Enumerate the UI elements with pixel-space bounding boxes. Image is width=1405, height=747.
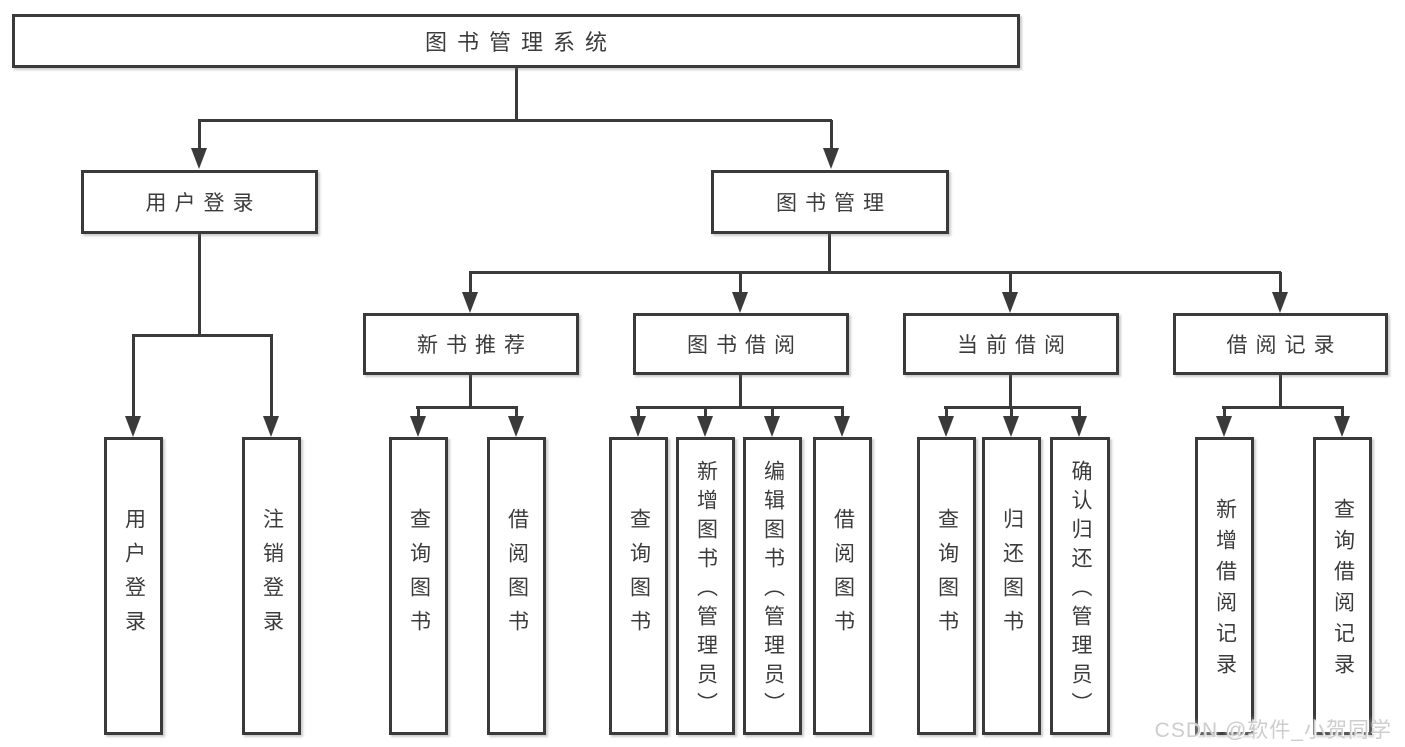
arrow-down-icon: [823, 148, 839, 169]
arrow-down-icon: [1002, 292, 1018, 313]
arrow-stem: [1010, 407, 1013, 416]
arrow-stem: [1279, 272, 1282, 292]
leaf-query-borrow-record: 查询借阅记录: [1313, 437, 1372, 735]
leaf-query-books-recommend: 查询图书: [389, 437, 448, 735]
node-user-login: 用户登录: [81, 170, 318, 234]
arrow-stem: [417, 407, 420, 416]
connector-line: [636, 406, 844, 409]
leaf-add-book-admin: 新增图书（管理员）: [676, 437, 735, 735]
arrow-down-icon: [1216, 416, 1232, 437]
connector-line: [132, 334, 273, 337]
connector-line: [1222, 406, 1344, 409]
node-label: 新增图书（管理员）: [694, 459, 718, 721]
connector-line: [469, 271, 1281, 274]
node-label: 查询图书: [935, 507, 959, 644]
arrow-down-icon: [191, 148, 207, 169]
connector-line: [739, 374, 742, 408]
arrow-down-icon: [1003, 416, 1019, 437]
arrow-stem: [739, 272, 742, 292]
arrow-down-icon: [263, 416, 279, 437]
connector-line: [469, 374, 472, 408]
leaf-borrow-books-2: 借阅图书: [813, 437, 872, 735]
arrow-stem: [1341, 407, 1344, 416]
leaf-edit-book-admin: 编辑图书（管理员）: [743, 437, 802, 735]
arrow-down-icon: [697, 416, 713, 437]
leaf-confirm-return-admin: 确认归还（管理员）: [1050, 437, 1110, 735]
arrow-down-icon: [630, 416, 646, 437]
node-label: 编辑图书（管理员）: [761, 459, 785, 721]
node-label: 新书推荐: [417, 334, 533, 357]
node-label: 用户登录: [145, 192, 262, 215]
arrow-stem: [771, 407, 774, 416]
node-label: 借阅图书: [505, 507, 529, 644]
arrow-down-icon: [834, 416, 850, 437]
arrow-down-icon: [125, 416, 141, 437]
node-label: 图书管理: [776, 192, 892, 215]
node-label: 查询图书: [407, 507, 431, 644]
node-label: 查询借阅记录: [1331, 498, 1355, 684]
arrow-down-icon: [764, 416, 780, 437]
node-label: 当前借阅: [957, 334, 1073, 357]
watermark: CSDN @软件_小贺同学: [1154, 719, 1392, 742]
node-label: 借阅记录: [1226, 334, 1343, 357]
arrow-down-icon: [462, 292, 478, 313]
node-current-borrow: 当前借阅: [903, 313, 1119, 375]
node-label: 用户登录: [122, 507, 146, 644]
arrow-stem: [1078, 407, 1081, 416]
connector-line: [1009, 374, 1012, 408]
arrow-stem: [198, 120, 201, 148]
arrow-stem: [469, 272, 472, 292]
node-new-book-recommend: 新书推荐: [363, 313, 579, 375]
arrow-stem: [270, 335, 273, 416]
arrow-stem: [704, 407, 707, 416]
node-book-borrow: 图书借阅: [633, 313, 849, 375]
arrow-stem: [830, 120, 833, 148]
arrow-down-icon: [1071, 416, 1087, 437]
node-root: 图书管理系统: [12, 14, 1020, 68]
leaf-user-login: 用户登录: [104, 437, 163, 735]
arrow-down-icon: [732, 292, 748, 313]
arrow-down-icon: [410, 416, 426, 437]
arrow-down-icon: [1334, 416, 1350, 437]
leaf-add-borrow-record: 新增借阅记录: [1195, 437, 1254, 735]
leaf-logout: 注销登录: [242, 437, 301, 735]
node-label: 图书管理系统: [424, 30, 617, 55]
arrow-stem: [1223, 407, 1226, 416]
arrow-stem: [945, 407, 948, 416]
arrow-stem: [637, 407, 640, 416]
node-label: 确认归还（管理员）: [1069, 459, 1092, 721]
connector-line: [198, 119, 832, 122]
node-borrow-records: 借阅记录: [1173, 313, 1388, 375]
arrow-down-icon: [1272, 292, 1288, 313]
leaf-query-books-current: 查询图书: [917, 437, 976, 735]
arrow-stem: [515, 407, 518, 416]
connector-line: [416, 406, 518, 409]
arrow-stem: [132, 335, 135, 416]
arrow-down-icon: [508, 416, 524, 437]
leaf-borrow-books-recommend: 借阅图书: [487, 437, 546, 735]
node-book-management: 图书管理: [711, 170, 949, 234]
arrow-stem: [841, 407, 844, 416]
node-label: 新增借阅记录: [1213, 498, 1237, 684]
connector-line: [515, 67, 518, 121]
node-label: 查询图书: [627, 507, 651, 644]
node-label: 图书借阅: [687, 334, 803, 357]
node-label: 归还图书: [1000, 507, 1024, 644]
arrow-down-icon: [938, 416, 954, 437]
connector-line: [1279, 374, 1282, 408]
connector-line: [828, 233, 831, 273]
node-label: 借阅图书: [831, 507, 855, 644]
node-label: 注销登录: [260, 507, 284, 644]
leaf-query-books-borrow: 查询图书: [609, 437, 668, 735]
arrow-stem: [1009, 272, 1012, 292]
connector-line: [198, 233, 201, 337]
leaf-return-book: 归还图书: [982, 437, 1041, 735]
